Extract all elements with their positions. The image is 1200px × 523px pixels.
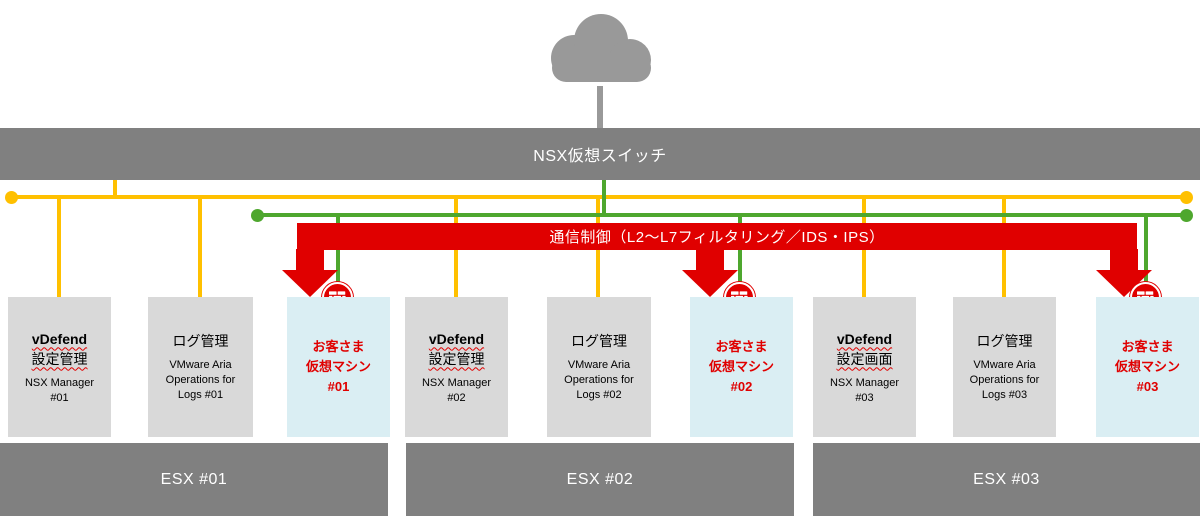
customer-vm-box: お客さま 仮想マシン #03 <box>1096 297 1199 437</box>
log-number: Logs #03 <box>981 389 1028 401</box>
log-title: ログ管理 <box>172 333 229 349</box>
vdefend-product: NSX Manager <box>421 376 492 389</box>
nsx-switch-label: NSX仮想スイッチ <box>533 148 667 165</box>
esx-host-label: ESX #01 <box>160 470 228 488</box>
vdefend-number: #01 <box>50 391 69 404</box>
cloud-connector-line <box>597 86 603 128</box>
down-arrow-shaft <box>696 249 724 271</box>
vdefend-box: vDefend 設定管理 NSX Manager #01 <box>8 297 111 437</box>
vdefend-title: vDefend <box>836 330 893 347</box>
vm-line-1: お客さま <box>312 339 365 354</box>
vm-line-2: 仮想マシン <box>708 359 774 374</box>
log-product-2: Operations for <box>165 374 236 386</box>
vdefend-box: vDefend 設定画面 NSX Manager #03 <box>813 297 916 437</box>
vdefend-title: vDefend <box>31 330 88 347</box>
vdefend-title: vDefend <box>428 330 485 347</box>
yellow-link-line <box>198 197 202 297</box>
esx-host-bar: ESX #03 <box>813 443 1200 516</box>
log-product-1: VMware Aria <box>567 359 631 371</box>
green-link-line <box>738 215 742 299</box>
yellow-link-line <box>57 197 61 297</box>
esx-host-label: ESX #03 <box>973 470 1040 488</box>
vm-number: #01 <box>327 379 350 394</box>
vm-line-2: 仮想マシン <box>305 359 371 374</box>
log-title: ログ管理 <box>571 333 627 349</box>
vm-line-1: お客さま <box>1121 339 1174 354</box>
yellow-bus-line <box>10 195 1190 199</box>
log-product-1: VMware Aria <box>973 359 1036 371</box>
vdefend-product: NSX Manager <box>24 376 95 389</box>
customer-vm-box: お客さま 仮想マシン #02 <box>690 297 793 437</box>
vdefend-subtitle: 設定管理 <box>428 350 485 367</box>
green-uplink-line <box>602 180 606 215</box>
vm-line-2: 仮想マシン <box>1114 359 1180 374</box>
vdefend-number: #03 <box>855 391 874 404</box>
log-number: Logs #02 <box>576 389 622 401</box>
down-arrow-shaft <box>1110 249 1138 271</box>
log-management-box: ログ管理 VMware Aria Operations for Logs #01 <box>148 297 253 437</box>
vdefend-subtitle: 設定画面 <box>836 350 893 367</box>
green-link-line <box>1144 215 1148 299</box>
green-bus-line <box>257 213 1189 217</box>
esx-host-bar: ESX #01 <box>0 443 388 516</box>
vdefend-box: vDefend 設定管理 NSX Manager #02 <box>405 297 508 437</box>
log-management-box: ログ管理 VMware Aria Operations for Logs #03 <box>953 297 1056 437</box>
esx-host-label: ESX #02 <box>566 470 634 488</box>
vdefend-number: #02 <box>447 391 466 404</box>
cloud-icon <box>551 14 651 82</box>
yellow-link-line <box>113 180 117 196</box>
green-bus-endpoint-right <box>1180 209 1193 222</box>
log-product-1: VMware Aria <box>169 359 232 371</box>
traffic-control-label: 通信制御（L2～L7フィルタリング／IDS・IPS） <box>549 229 885 246</box>
green-bus-endpoint-left <box>251 209 264 222</box>
vdefend-subtitle: 設定管理 <box>31 350 88 367</box>
log-title: ログ管理 <box>976 333 1033 349</box>
esx-host-bar: ESX #02 <box>406 443 794 516</box>
vm-number: #03 <box>1136 379 1159 394</box>
customer-vm-box: お客さま 仮想マシン #01 <box>287 297 390 437</box>
down-arrow-shaft <box>296 249 324 271</box>
traffic-control-banner: 通信制御（L2～L7フィルタリング／IDS・IPS） <box>297 223 1137 250</box>
log-management-box: ログ管理 VMware Aria Operations for Logs #02 <box>547 297 651 437</box>
green-link-line <box>336 215 340 299</box>
log-product-2: Operations for <box>564 374 634 386</box>
vm-line-1: お客さま <box>715 339 768 354</box>
vdefend-product: NSX Manager <box>829 376 900 389</box>
log-product-2: Operations for <box>969 374 1040 386</box>
nsx-switch-bar: NSX仮想スイッチ <box>0 128 1200 180</box>
log-number: Logs #01 <box>177 389 224 401</box>
vm-number: #02 <box>730 379 753 394</box>
yellow-bus-endpoint-right <box>1180 191 1193 204</box>
yellow-bus-endpoint-left <box>5 191 18 204</box>
